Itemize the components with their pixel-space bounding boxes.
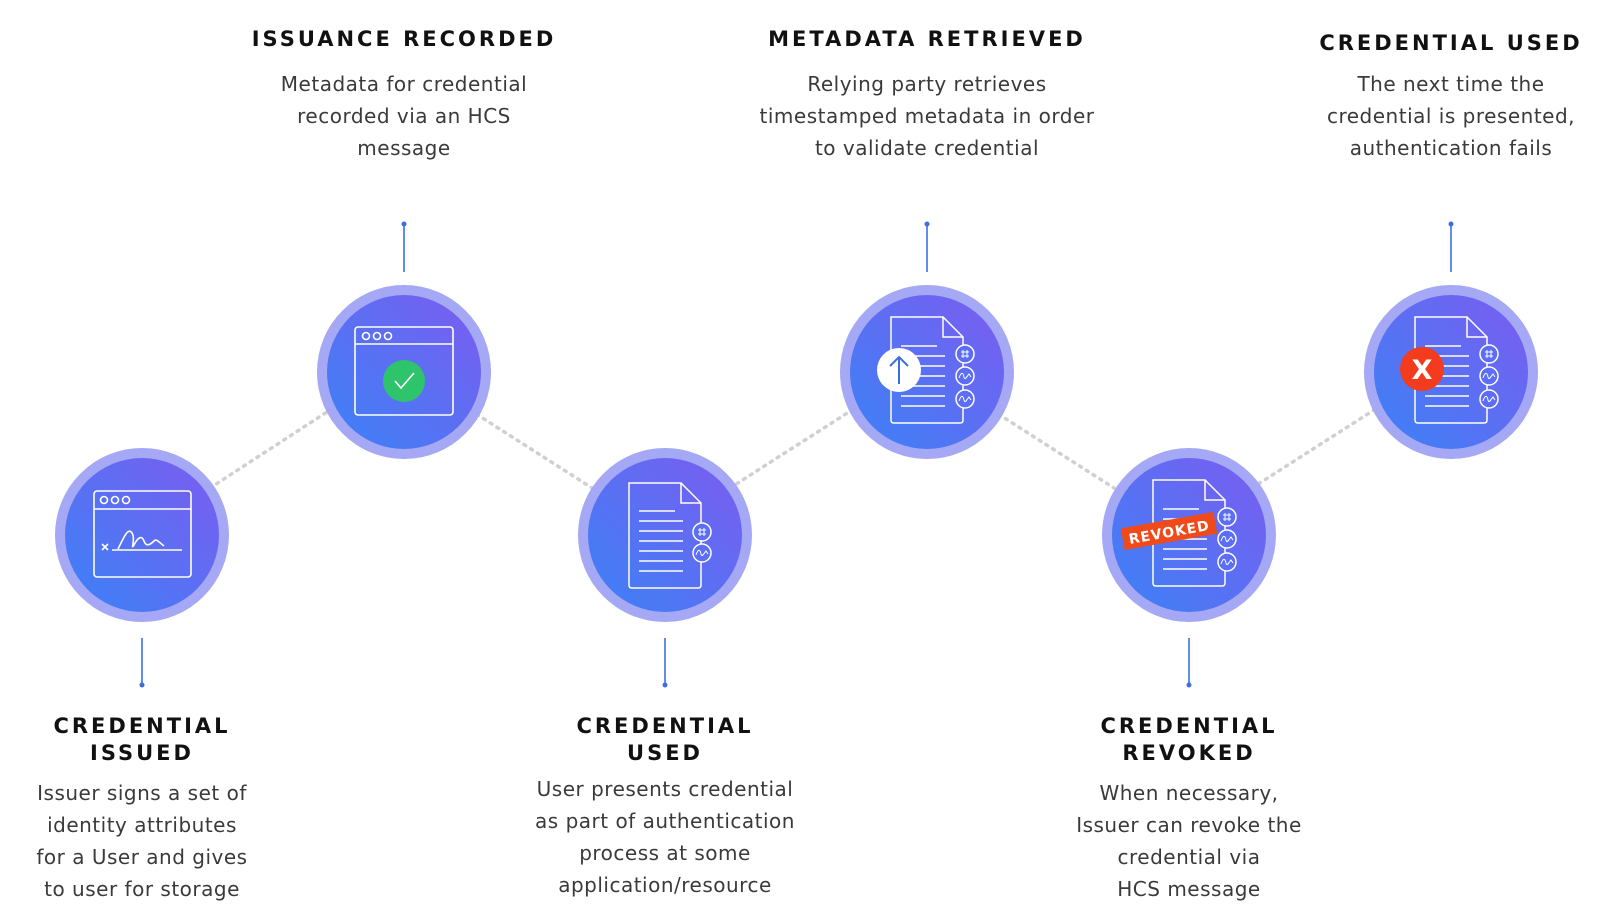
desc-line: When necessary, xyxy=(1099,781,1279,805)
step-desc-credential-used-1: User presents credential as part of auth… xyxy=(505,773,825,901)
desc-line: as part of authentication xyxy=(535,809,795,833)
desc-line: Issuer signs a set of xyxy=(37,781,247,805)
up-arrow-icon xyxy=(889,355,909,384)
node-credential-revoked: REVOKED xyxy=(1102,448,1276,622)
desc-line: Relying party retrieves xyxy=(807,72,1047,96)
step-title-issuance-recorded: ISSUANCE RECORDED xyxy=(194,26,614,53)
step-desc-credential-issued: Issuer signs a set of identity attribute… xyxy=(0,777,302,905)
title-line: CREDENTIAL xyxy=(576,714,754,738)
title-line: REVOKED xyxy=(1122,741,1256,765)
desc-line: recorded via an HCS xyxy=(297,104,511,128)
stems xyxy=(139,221,1454,688)
desc-line: authentication fails xyxy=(1349,136,1553,160)
title-line: ISSUED xyxy=(90,741,194,765)
connector-4-5 xyxy=(990,408,1116,490)
browser-window-check-icon xyxy=(354,326,454,416)
title-line: METADATA RETRIEVED xyxy=(768,27,1086,51)
step-title-credential-used-1: CREDENTIAL USED xyxy=(455,713,875,767)
connectors xyxy=(208,408,1376,490)
desc-line: Issuer can revoke the xyxy=(1076,813,1302,837)
document-fail-x-icon xyxy=(1414,316,1499,424)
title-line: CREDENTIAL USED xyxy=(1319,31,1583,55)
title-line: ISSUANCE RECORDED xyxy=(251,27,557,51)
connector-2-3 xyxy=(468,408,594,490)
desc-line: to user for storage xyxy=(44,877,240,901)
connector-5-6 xyxy=(1250,408,1376,490)
step-desc-credential-used-2: The next time the credential is presente… xyxy=(1291,68,1611,164)
fail-badge xyxy=(1400,347,1444,391)
revoked-document-icon xyxy=(1152,479,1237,587)
success-check-icon xyxy=(383,360,425,402)
desc-line: message xyxy=(357,136,451,160)
step-desc-credential-revoked: When necessary, Issuer can revoke the cr… xyxy=(1029,777,1349,905)
node-credential-used-1 xyxy=(578,448,752,622)
connector-1-2 xyxy=(208,408,332,490)
node-credential-used-2: X xyxy=(1364,285,1538,459)
credential-document-icon xyxy=(628,482,712,589)
desc-line: to validate credential xyxy=(814,136,1040,160)
node-issuance-recorded xyxy=(317,285,491,459)
connector-3-4 xyxy=(728,408,854,490)
desc-line: credential is presented, xyxy=(1326,104,1576,128)
document-upload-arrow-icon xyxy=(890,316,975,424)
desc-line: Metadata for credential xyxy=(280,72,528,96)
step-title-credential-issued: CREDENTIAL ISSUED xyxy=(0,713,352,767)
title-line: CREDENTIAL xyxy=(1100,714,1278,738)
step-desc-issuance-recorded: Metadata for credential recorded via an … xyxy=(244,68,564,164)
fail-badge-text: X xyxy=(1412,355,1433,386)
desc-line: process at some xyxy=(579,841,751,865)
step-title-credential-revoked: CREDENTIAL REVOKED xyxy=(979,713,1399,767)
desc-line: for a User and gives xyxy=(36,845,248,869)
desc-line: application/resource xyxy=(558,873,772,897)
desc-line: User presents credential xyxy=(536,777,794,801)
title-line: USED xyxy=(627,741,703,765)
node-credential-issued xyxy=(55,448,229,622)
step-desc-metadata-retrieved: Relying party retrieves timestamped meta… xyxy=(737,68,1117,164)
node-metadata-retrieved xyxy=(840,285,1014,459)
step-title-metadata-retrieved: METADATA RETRIEVED xyxy=(717,26,1137,53)
desc-line: The next time the xyxy=(1357,72,1545,96)
desc-line: credential via xyxy=(1117,845,1261,869)
desc-line: timestamped metadata in order xyxy=(759,104,1095,128)
title-line: CREDENTIAL xyxy=(53,714,231,738)
desc-line: HCS message xyxy=(1117,877,1261,901)
signed-document-window-icon xyxy=(93,490,192,578)
desc-line: identity attributes xyxy=(47,813,237,837)
step-title-credential-used-2: CREDENTIAL USED xyxy=(1241,30,1624,57)
